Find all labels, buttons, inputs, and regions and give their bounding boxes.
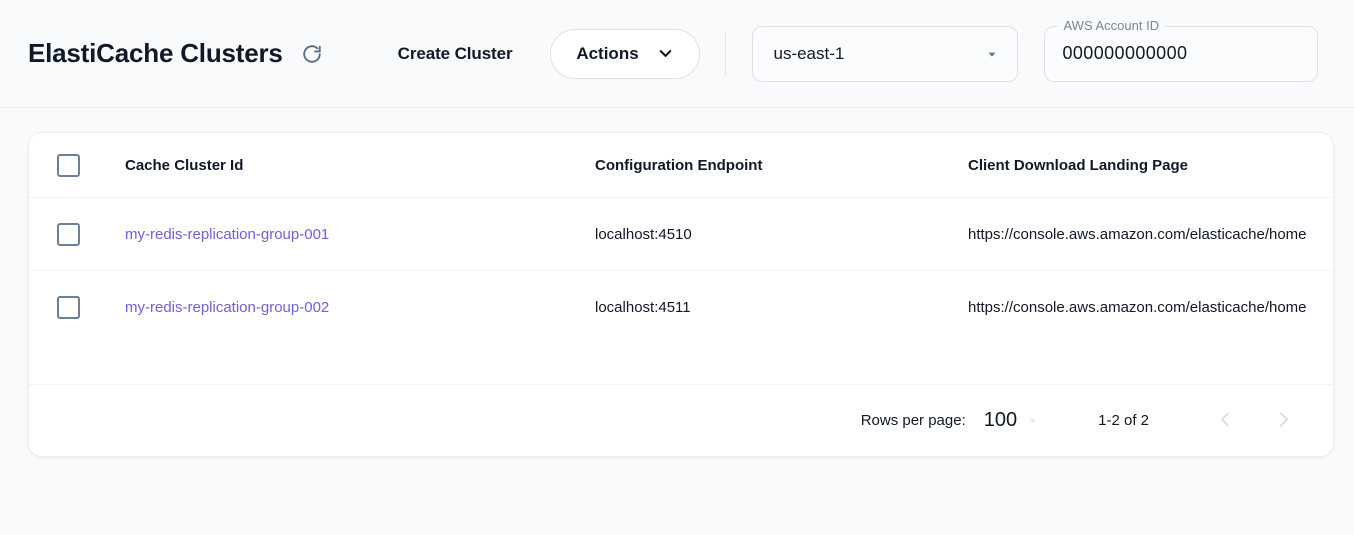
landing-page-text: https://console.aws.amazon.com/elasticac… bbox=[968, 225, 1307, 243]
table-body: my-redis-replication-group-001 localhost… bbox=[29, 197, 1333, 344]
content-area: Cache Cluster Id Configuration Endpoint … bbox=[0, 108, 1354, 457]
column-header-label: Configuration Endpoint bbox=[595, 156, 763, 174]
caret-down-icon bbox=[984, 46, 1000, 62]
aws-account-id-label: AWS Account ID bbox=[1058, 18, 1165, 32]
page-title: ElastiCache Clusters bbox=[28, 38, 283, 68]
actions-button-label: Actions bbox=[576, 43, 639, 63]
rows-per-page-select[interactable]: 100 bbox=[984, 409, 1040, 432]
row-checkbox[interactable] bbox=[57, 295, 80, 319]
pagination-range-label: 1-2 of 2 bbox=[1098, 412, 1149, 429]
cell-cluster-id: my-redis-replication-group-001 bbox=[125, 197, 595, 271]
chevron-left-icon bbox=[1215, 409, 1236, 433]
refresh-icon bbox=[301, 43, 323, 65]
select-all-checkbox[interactable] bbox=[57, 153, 80, 177]
column-header-landing-page[interactable]: Client Download Landing Page bbox=[968, 133, 1333, 198]
create-cluster-button[interactable]: Create Cluster bbox=[394, 36, 517, 72]
rows-per-page-label: Rows per page: bbox=[860, 412, 966, 429]
chevron-right-icon bbox=[1273, 409, 1294, 433]
cell-endpoint: localhost:4511 bbox=[595, 270, 968, 344]
column-header-label: Client Download Landing Page bbox=[968, 156, 1189, 174]
clusters-card: Cache Cluster Id Configuration Endpoint … bbox=[28, 132, 1334, 457]
next-page-button[interactable] bbox=[1263, 401, 1303, 441]
cell-landing-page: https://console.aws.amazon.com/elasticac… bbox=[968, 197, 1333, 271]
row-checkbox[interactable] bbox=[57, 222, 80, 246]
region-select-value: us-east-1 bbox=[773, 43, 845, 63]
cluster-id-link[interactable]: my-redis-replication-group-001 bbox=[125, 225, 330, 243]
column-header-label: Cache Cluster Id bbox=[125, 156, 244, 174]
rows-per-page-value: 100 bbox=[983, 409, 1018, 431]
select-all-header bbox=[29, 133, 125, 198]
caret-down-icon bbox=[1025, 413, 1040, 428]
table-pagination: Rows per page: 100 1-2 of 2 bbox=[29, 384, 1333, 456]
row-select-cell bbox=[29, 197, 125, 271]
table-header: Cache Cluster Id Configuration Endpoint … bbox=[29, 133, 1333, 198]
region-select[interactable]: us-east-1 bbox=[752, 25, 1019, 82]
refresh-button[interactable] bbox=[297, 39, 327, 69]
cell-endpoint: localhost:4510 bbox=[595, 197, 968, 271]
table-row[interactable]: my-redis-replication-group-002 localhost… bbox=[29, 270, 1333, 344]
app-header: ElastiCache Clusters Create Cluster Acti… bbox=[0, 0, 1354, 108]
column-header-cluster-id[interactable]: Cache Cluster Id bbox=[125, 133, 595, 198]
column-header-endpoint[interactable]: Configuration Endpoint bbox=[595, 133, 968, 198]
endpoint-text: localhost:4510 bbox=[595, 225, 692, 243]
cell-cluster-id: my-redis-replication-group-002 bbox=[125, 270, 595, 344]
aws-account-id-value: 000000000000 bbox=[1062, 43, 1188, 63]
landing-page-text: https://console.aws.amazon.com/elasticac… bbox=[968, 298, 1307, 316]
previous-page-button[interactable] bbox=[1205, 401, 1245, 441]
title-group: ElastiCache Clusters bbox=[28, 38, 327, 69]
aws-account-id-field[interactable]: AWS Account ID 000000000000 bbox=[1044, 18, 1319, 82]
cell-landing-page: https://console.aws.amazon.com/elasticac… bbox=[968, 270, 1333, 344]
row-select-cell bbox=[29, 270, 125, 344]
clusters-table: Cache Cluster Id Configuration Endpoint … bbox=[29, 133, 1333, 344]
table-row[interactable]: my-redis-replication-group-001 localhost… bbox=[29, 197, 1333, 271]
cluster-id-link[interactable]: my-redis-replication-group-002 bbox=[125, 298, 330, 316]
chevron-down-icon bbox=[656, 44, 675, 63]
actions-button[interactable]: Actions bbox=[550, 28, 701, 79]
header-divider bbox=[725, 31, 727, 76]
endpoint-text: localhost:4511 bbox=[595, 298, 691, 316]
table-header-row: Cache Cluster Id Configuration Endpoint … bbox=[29, 133, 1333, 198]
